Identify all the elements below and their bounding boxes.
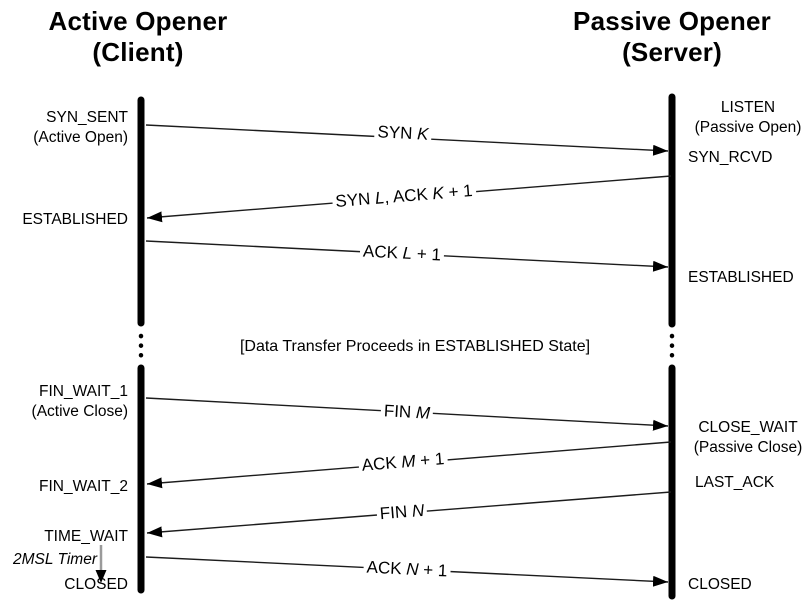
- client-state-established: ESTABLISHED: [0, 210, 128, 230]
- label-seq-var: N: [411, 500, 425, 521]
- message-label-fin2: FIN N: [376, 500, 428, 524]
- client-column-title: Active Opener (Client): [0, 6, 276, 68]
- label-seq-var: M: [415, 402, 431, 423]
- message-label-syn: SYN K: [374, 122, 432, 144]
- client-state-time-wait: TIME_WAIT: [0, 527, 128, 547]
- server-state-syn-rcvd: SYN_RCVD: [688, 148, 806, 168]
- server-state-established: ESTABLISHED: [688, 268, 806, 288]
- server-state-listen: LISTEN (Passive Open): [688, 98, 806, 138]
- label-text: + 1: [443, 181, 474, 203]
- label-seq-var: M: [400, 451, 417, 472]
- state-label: FIN_WAIT_1: [39, 383, 128, 400]
- server-title-line1: Passive Opener: [573, 6, 771, 36]
- state-sublabel: (Active Close): [31, 403, 128, 420]
- message-label-fin: FIN M: [380, 401, 434, 423]
- state-label: CLOSED: [64, 576, 128, 593]
- label-text: SYN: [334, 188, 376, 211]
- client-state-closed: CLOSED: [0, 575, 128, 595]
- state-label: LAST_ACK: [695, 474, 775, 491]
- state-label: ESTABLISHED: [22, 211, 128, 228]
- client-title-line2: (Client): [92, 37, 184, 67]
- data-transfer-note: [Data Transfer Proceeds in ESTABLISHED S…: [239, 338, 591, 355]
- state-label: CLOSED: [688, 576, 752, 593]
- state-label: FIN_WAIT_2: [39, 478, 128, 495]
- timer-note: 2MSL Timer: [13, 551, 97, 568]
- state-label: LISTEN: [720, 99, 776, 116]
- server-state-closed: CLOSED: [688, 575, 806, 595]
- label-text: + 1: [411, 244, 442, 265]
- label-text: FIN: [379, 501, 413, 524]
- label-seq-var: N: [405, 559, 420, 580]
- client-state-syn-sent: SYN_SENT (Active Open): [0, 108, 128, 148]
- state-label: TIME_WAIT: [44, 528, 128, 545]
- label-text: FIN: [383, 401, 417, 422]
- label-text: ACK: [366, 557, 407, 579]
- label-text: ACK: [361, 452, 403, 475]
- label-text: ACK: [362, 241, 404, 263]
- state-sublabel: (Active Open): [33, 129, 128, 146]
- timer-arrow-head-icon: [95, 570, 107, 583]
- state-label: SYN_RCVD: [688, 149, 773, 166]
- label-seq-var: K: [416, 124, 429, 144]
- client-title-line1: Active Opener: [48, 6, 228, 36]
- label-text: SYN: [377, 122, 418, 144]
- label-text: + 1: [418, 560, 448, 581]
- state-label: SYN_SENT: [46, 109, 128, 126]
- server-state-close-wait: CLOSE_WAIT (Passive Close): [688, 418, 806, 458]
- label-text: + 1: [414, 449, 445, 471]
- state-sublabel: (Passive Close): [693, 439, 803, 456]
- server-column-title: Passive Opener (Server): [534, 6, 806, 68]
- state-label: CLOSE_WAIT: [698, 419, 798, 436]
- client-state-fin-wait-1: FIN_WAIT_1 (Active Close): [0, 382, 128, 422]
- state-label: ESTABLISHED: [688, 269, 794, 286]
- state-sublabel: (Passive Open): [694, 119, 802, 136]
- label-text: , ACK: [383, 184, 434, 208]
- server-state-last-ack: LAST_ACK: [688, 473, 806, 493]
- server-title-line2: (Server): [622, 37, 722, 67]
- client-state-fin-wait-2: FIN_WAIT_2: [0, 477, 128, 497]
